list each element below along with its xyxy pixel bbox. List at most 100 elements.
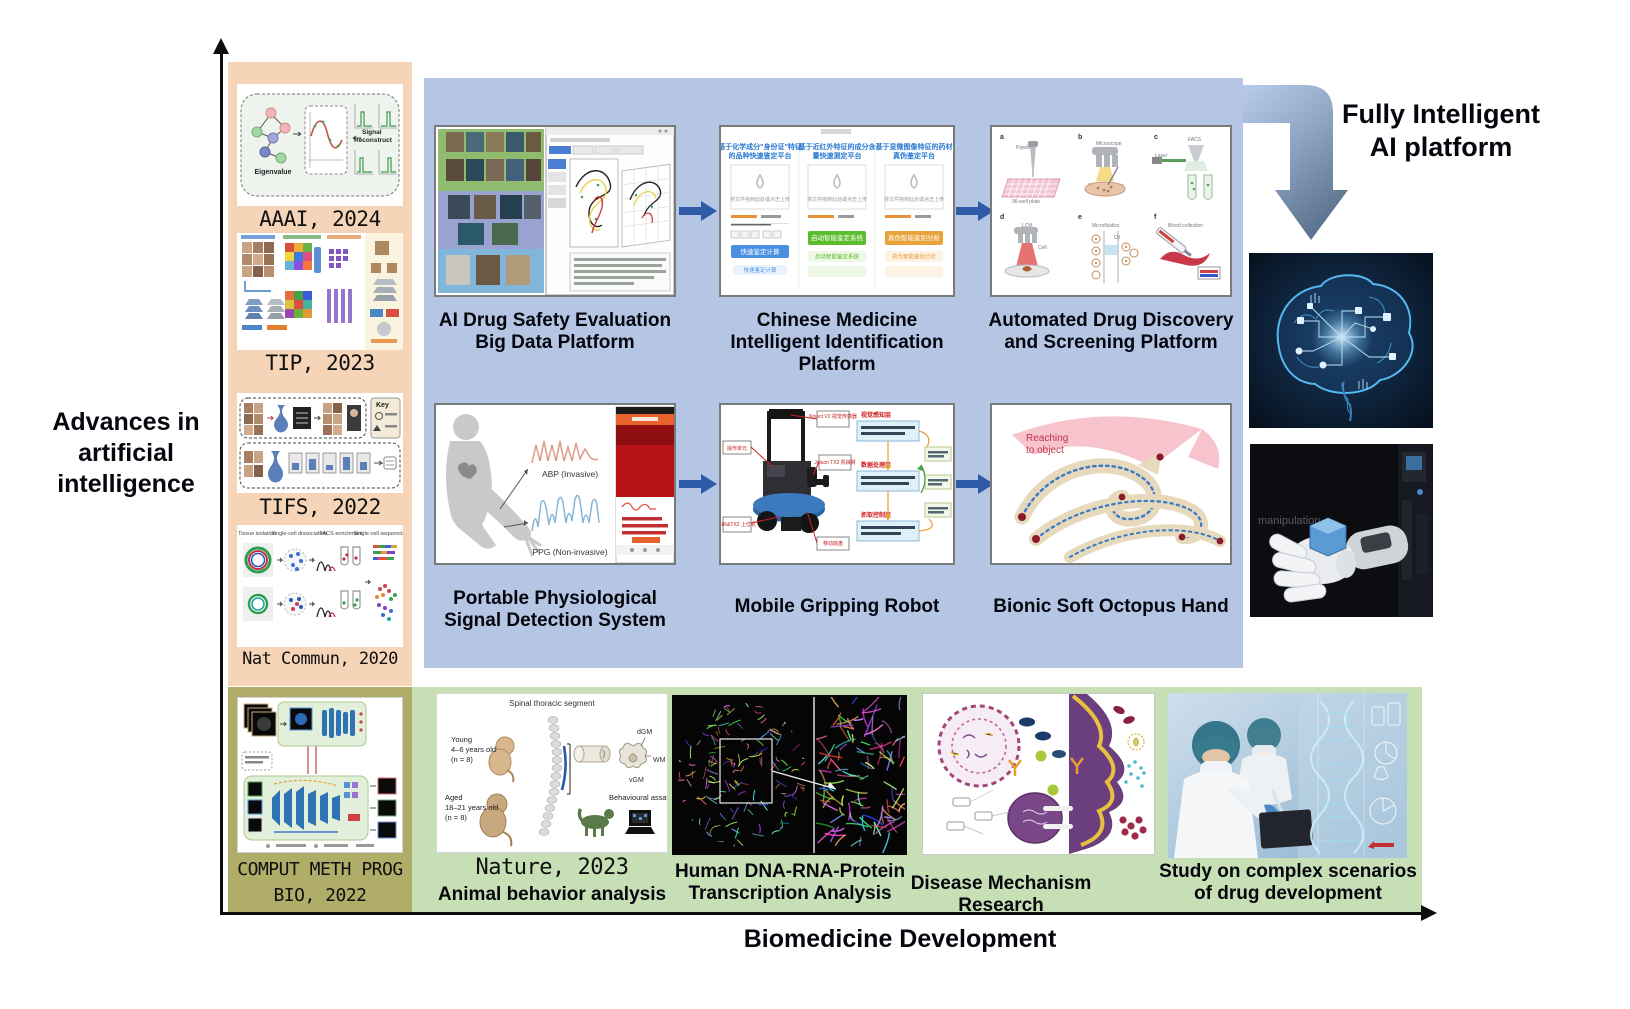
nat-header-3: FACS enrichment — [319, 531, 363, 537]
cm-col2-title2: 量快速测定平台 — [813, 151, 862, 160]
laser-label: Laser — [1155, 153, 1168, 159]
disease-caption: Disease Mechanism Research — [910, 873, 1092, 916]
fully-intelligent-title-line1: Fully Intelligent — [1341, 99, 1540, 129]
robot-hand-art: manipulation — [1250, 444, 1433, 617]
octopus-hand-art: Reaching to object — [992, 405, 1230, 563]
dna-rna-art — [672, 695, 907, 855]
nat-header-2: Single-cell dissociation — [271, 531, 327, 537]
facs-label: FACS — [1188, 137, 1202, 143]
drug-safety-caption: AI Drug Safety Evaluation Big Data Platf… — [438, 310, 672, 353]
reach-label-2: to object — [1026, 445, 1064, 456]
disease-figure — [922, 693, 1155, 855]
wm-label: WM — [653, 757, 666, 764]
ppg-label: PPG (Non-invasive) — [532, 547, 607, 557]
cm-col3-title2: 真伪鉴定平台 — [893, 151, 935, 160]
manipulation-overlay-label: manipulation — [1258, 515, 1320, 527]
comput-meth-figure — [237, 697, 403, 853]
aaai-caption: AAAI, 2024 — [259, 207, 381, 231]
signal-label-1: Signal — [362, 129, 382, 136]
nat-header-1: Tissue isolation — [238, 531, 276, 537]
well-plate-label: 96-well plate — [1012, 199, 1040, 205]
dgm-label: dGM — [637, 729, 652, 736]
panel-letter-f: f — [1154, 214, 1157, 221]
gripping-robot-art: Kinect V2 视觉传感器 操作单元 Jetson TX2 机械臂 X86&… — [721, 405, 953, 563]
tifs-figure: Key — [237, 393, 403, 493]
robot-callout-4: 移动底盘 — [823, 540, 843, 547]
fully-intelligent-title-line2: AI platform — [1369, 132, 1513, 162]
robot-callout-3: X86&TX2 上位机 — [721, 521, 756, 528]
study-photo — [1168, 693, 1407, 858]
dna-rna-figure — [672, 695, 907, 855]
y-axis-label: Advances in artificial intelligence — [52, 408, 200, 498]
robot-flow-header-0: 视觉感知层 — [861, 411, 891, 419]
aged-label-2: 18–21 years old — [445, 803, 498, 812]
chinese-medicine-caption: Chinese Medicine Intelligent Identificat… — [730, 310, 944, 375]
comput-meth-caption: COMPUT METH PROG BIO, 2022 — [237, 859, 403, 906]
cm-col3-row: 真伪智能鉴别分析 — [892, 253, 937, 261]
aaai-figure: Eigenvalue Signal Reconstruct — [237, 84, 403, 206]
nature-journal-caption: Nature, 2023 — [475, 855, 629, 880]
eigenvalue-label: Eigenvalue — [255, 169, 292, 176]
pipette-label: Pipette — [1016, 145, 1032, 151]
aged-label-3: (n = 8) — [445, 813, 467, 822]
arrow-row2-b-icon — [956, 474, 994, 494]
cm-upload-hint-1: 将文件拖到此处或点击上传 — [730, 196, 790, 203]
chinese-medicine-art: 基于化学成分"身份证"特征 的品种快速鉴定平台 基于近红外特征的成分含 量快速测… — [721, 127, 953, 295]
cm-btn2: 启动智能鉴定系统 — [811, 233, 864, 242]
tifs-caption: TIFS, 2022 — [259, 495, 381, 519]
robot-callout-2: Jetson TX2 机械臂 — [814, 459, 856, 466]
microfluidics-label: Microfluidics — [1092, 223, 1120, 229]
cm-btn1: 快速鉴定计算 — [741, 247, 781, 256]
abp-label: ABP (Invasive) — [542, 469, 598, 479]
cm-col3-title1: 基于显微图像特征的药材 — [875, 142, 953, 151]
disease-art — [923, 694, 1154, 854]
ai-brain-image — [1249, 253, 1433, 428]
ai-brain-art — [1249, 253, 1433, 428]
tip-caption: TIP, 2023 — [265, 351, 375, 375]
portable-signal-caption: Portable Physiological Signal Detection … — [444, 588, 666, 631]
chinese-medicine-screenshot: 基于化学成分"身份证"特征 的品种快速鉴定平台 基于近红外特征的成分含 量快速测… — [719, 125, 955, 297]
y-axis-arrow-icon — [213, 38, 229, 54]
robot-flow-header-2: 抓取控制层 — [861, 511, 891, 519]
nature-caption: Animal behavior analysis — [437, 884, 667, 905]
signal-label-2: Reconstruct — [354, 137, 393, 144]
nat-commun-figure-art: Tissue isolation Single-cell dissociatio… — [237, 525, 403, 647]
study-caption: Study on complex scenarios of drug devel… — [1159, 861, 1417, 904]
auto-drug-caption: Automated Drug Discovery and Screening P… — [988, 310, 1234, 353]
cm-col1-title1: 基于化学成分"身份证"特征 — [721, 142, 802, 151]
cm-col2-title1: 基于近红外特征的成分含 — [798, 142, 877, 151]
fully-intelligent-title: Fully Intelligent AI platform — [1318, 98, 1564, 164]
aaai-figure-art: Eigenvalue Signal Reconstruct — [240, 93, 400, 197]
young-label-1: Young — [451, 735, 472, 744]
panel-letter-b: b — [1078, 134, 1082, 141]
cm-btn3: 真伪智能鉴别分析 — [888, 233, 941, 242]
aged-label-1: Aged — [445, 793, 463, 802]
y-axis-line — [220, 52, 223, 914]
cm-col2-row: 启动智能鉴定系统 — [815, 253, 860, 261]
drug-safety-screenshot — [434, 125, 676, 297]
young-label-3: (n = 8) — [451, 755, 473, 764]
cm-row1-note: 快速鉴定计算 — [743, 266, 777, 274]
nat-commun-caption: Nat Commun, 2020 — [242, 649, 398, 669]
portable-signal-screenshot: ABP (Invasive) PPG (Non-invasive) — [434, 403, 676, 565]
panel-letter-d: d — [1000, 214, 1004, 221]
tifs-figure-art: Key — [237, 393, 403, 493]
dna-rna-caption: Human DNA-RNA-Protein Transcription Anal… — [674, 861, 906, 904]
oil-label: Oil — [1114, 235, 1120, 241]
cell-label: Cell — [1038, 245, 1047, 251]
comput-meth-art — [238, 698, 402, 852]
x-axis-line — [220, 912, 1422, 915]
auto-drug-screenshot: a b c d e f Pipette 96-well plate Micros… — [990, 125, 1232, 297]
tip-figure — [237, 233, 403, 350]
reach-label-1: Reaching — [1026, 433, 1068, 444]
platform-to-ai-arrow-icon — [1243, 85, 1348, 240]
nature-art: Spinal thoracic segment Young 4–6 years … — [437, 694, 667, 852]
spinal-label: Spinal thoracic segment — [509, 699, 595, 708]
x-axis-label: Biomedicine Development — [743, 925, 1057, 953]
portable-signal-art: ABP (Invasive) PPG (Non-invasive) — [436, 405, 674, 563]
x-axis-arrow-icon — [1421, 905, 1437, 921]
tifs-key-label: Key — [376, 402, 389, 409]
cm-upload-hint-3: 将文件拖到此处或点击上传 — [884, 196, 944, 203]
panel-letter-e: e — [1078, 214, 1082, 221]
